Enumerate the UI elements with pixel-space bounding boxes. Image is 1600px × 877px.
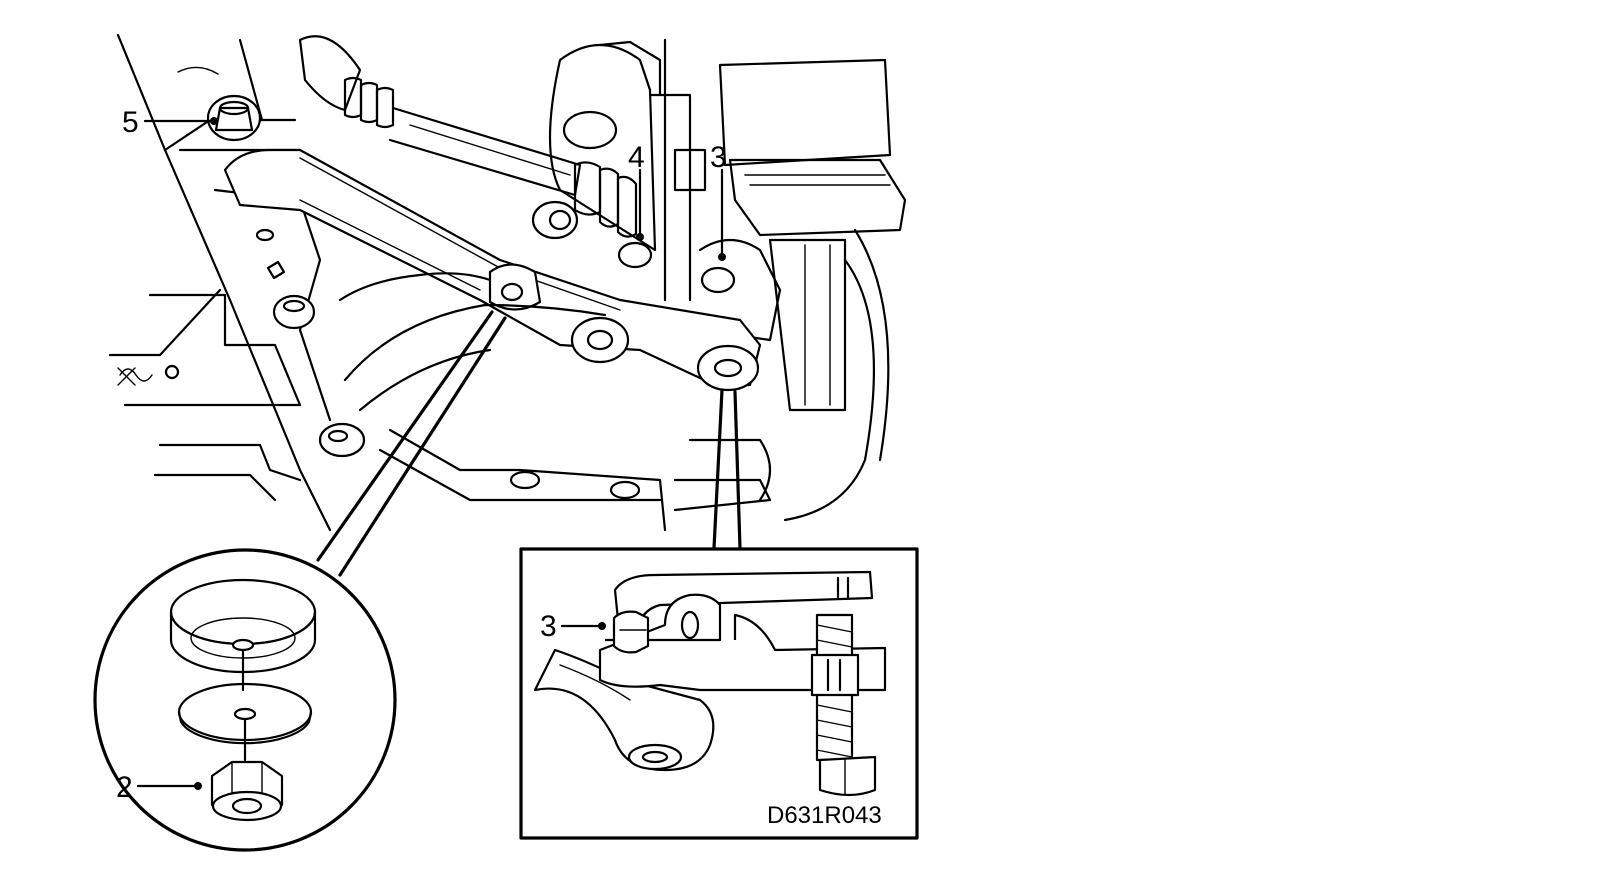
brake-caliper [718,58,907,522]
callout-3-inset: 3 [540,610,606,643]
callout-2: 2 [116,771,202,804]
detail-circle: 2 [93,548,397,852]
zoom-line-left-a [316,310,494,562]
ball-joint-separator-tool [598,570,887,797]
zoom-line-right-b [733,390,742,550]
strut-upper [548,38,707,302]
bushing-washer-upper [169,578,317,674]
nut-2 [210,760,284,822]
control-arm [223,148,762,392]
zoom-line-right-a [712,388,724,550]
callout-4-label: 4 [628,141,645,174]
subframe-bolt-front [272,294,316,330]
drive-shaft [298,35,638,238]
subframe-bolt-lower [318,422,366,458]
callout-3-inset-label: 3 [540,610,557,643]
callout-5-label: 5 [122,106,139,139]
callout-4: 4 [628,141,645,241]
callout-3-top-label: 3 [710,141,727,174]
cross-member [338,272,667,532]
zoom-line-left-b [338,316,507,577]
detail-inset: 3 D631R043 [519,547,919,840]
figure-code: D631R043 [767,802,882,829]
callout-3-top: 3 [710,141,727,261]
callout-2-label: 2 [116,771,133,804]
main-assembly [108,33,907,577]
callout-5: 5 [122,106,218,139]
bolt-5 [206,94,262,142]
